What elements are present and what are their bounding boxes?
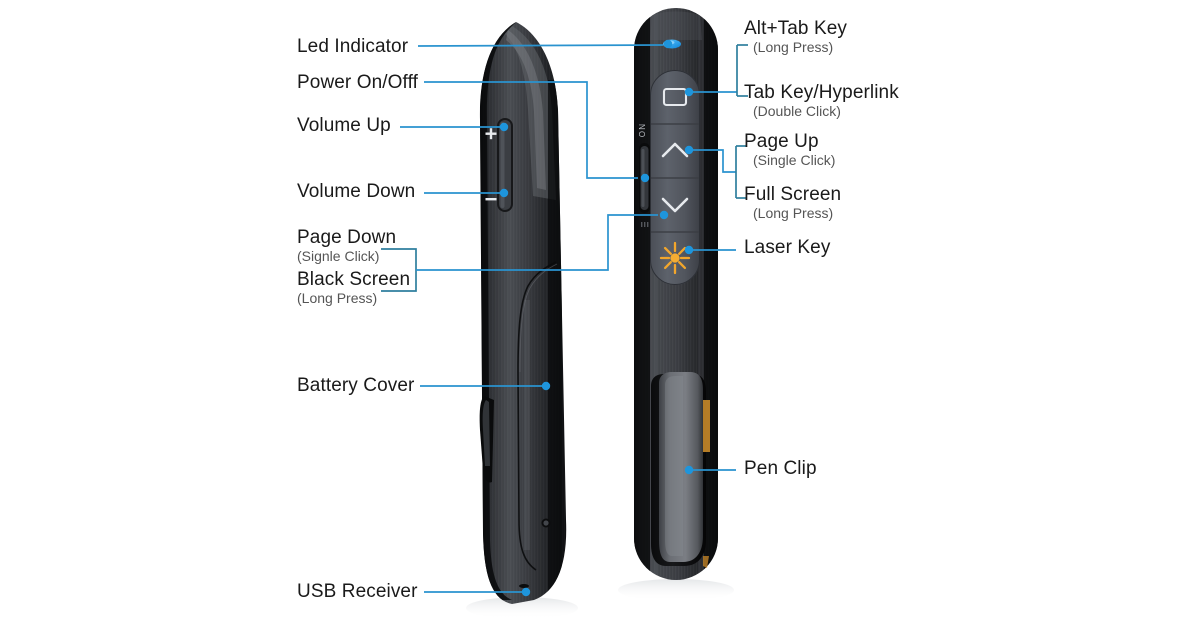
label-alt-tab-key-sub: (Long Press) [753,39,834,56]
label-page-up: Page Up (Single Click) [744,131,835,168]
label-led-indicator-main: Led Indicator [297,36,409,57]
label-battery-cover-main: Battery Cover [297,375,415,396]
leader-pageup-key [692,149,736,173]
dot-usb-receiver [521,587,531,597]
label-page-down: Page Down (Signle Click) [297,227,396,264]
label-tab-key-hyperlink: Tab Key/Hyperlink (Double Click) [744,82,899,119]
leader-dots-right [684,87,694,475]
label-power-on-off-main: Power On/Offf [297,72,418,93]
label-tab-key-hyperlink-main: Tab Key/Hyperlink [744,82,899,103]
dot-battery-cover [541,381,551,391]
leader-lines-right [692,44,748,471]
device-front-view: ON [634,8,718,580]
screen-button[interactable] [662,87,688,107]
leader-pagedown-group [416,214,658,271]
volume-rocker[interactable] [497,118,513,212]
dot-pen-clip [684,465,694,475]
dot-volume-down [499,188,509,198]
label-page-down-main: Page Down [297,227,397,248]
label-usb-receiver: USB Receiver [297,581,418,602]
leader-dots-left [499,39,673,597]
dot-volume-up [499,122,509,132]
switch-detent-marks [641,222,649,227]
page-down-button[interactable] [661,197,689,213]
label-black-screen: Black Screen (Long Press) [297,269,410,306]
usb-slot [519,584,529,588]
label-volume-down: Volume Down [297,181,415,202]
device-side-view [479,22,567,604]
dot-page-up-key [684,145,694,155]
label-alt-tab-key: Alt+Tab Key (Long Press) [744,18,847,55]
dot-screen-key [684,87,694,97]
label-laser-key-main: Laser Key [744,237,831,258]
clip-amber-accent [703,400,710,452]
label-power-on-off: Power On/Offf [297,72,418,93]
leader-lines-left [381,44,664,593]
usb-receiver-bay [479,396,494,483]
label-full-screen-main: Full Screen [744,184,842,205]
volume-down-symbol [485,198,497,201]
label-page-up-main: Page Up [744,131,819,152]
label-page-down-sub: (Signle Click) [297,248,380,265]
dot-page-down-key [659,210,669,220]
label-alt-tab-key-main: Alt+Tab Key [744,18,848,39]
leader-power [424,81,638,179]
keypad [650,70,700,285]
leader-led-indicator [417,44,664,47]
shadow-right-device [618,579,734,601]
label-laser-key: Laser Key [744,237,830,258]
side-port-inner [543,520,549,526]
dot-laser-key [684,245,694,255]
laser-button[interactable] [659,241,691,275]
label-black-screen-main: Black Screen [297,269,411,290]
label-tab-key-hyperlink-sub: (Double Click) [753,103,841,120]
label-battery-cover: Battery Cover [297,375,414,396]
label-full-screen-sub: (Long Press) [753,205,834,222]
shadow-left-device [466,597,578,619]
label-usb-receiver-main: USB Receiver [297,581,418,602]
page-up-button[interactable] [661,142,689,158]
label-volume-down-main: Volume Down [297,181,416,202]
dot-led-indicator [663,39,673,49]
label-full-screen: Full Screen (Long Press) [744,184,841,221]
volume-up-symbol [485,128,497,140]
label-page-up-sub: (Single Click) [753,152,836,169]
label-volume-up-main: Volume Up [297,115,391,136]
label-pen-clip: Pen Clip [744,458,817,479]
label-led-indicator: Led Indicator [297,36,408,57]
label-black-screen-sub: (Long Press) [297,290,378,307]
dot-power [640,173,650,183]
power-switch-on-text: ON [638,123,647,137]
label-pen-clip-main: Pen Clip [744,458,817,479]
pen-clip [651,372,710,568]
label-volume-up: Volume Up [297,115,391,136]
